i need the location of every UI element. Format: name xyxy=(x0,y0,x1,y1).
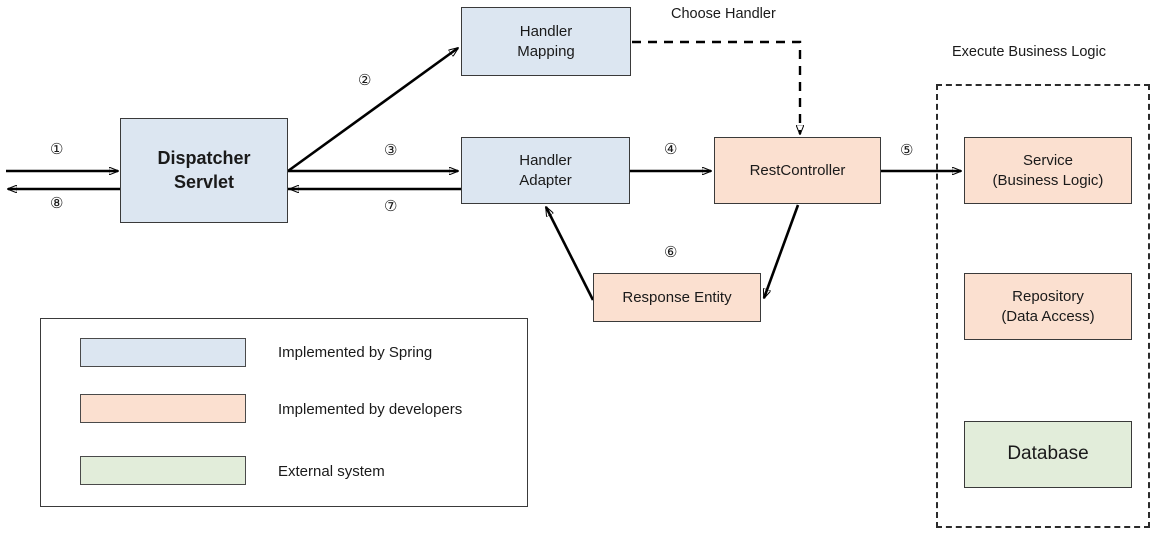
node-dispatcher-servlet-line1: Dispatcher xyxy=(157,148,251,169)
node-repository-line1: Repository xyxy=(1012,288,1084,306)
caption-execute-business-logic: Execute Business Logic xyxy=(952,44,1106,60)
caption-choose-handler: Choose Handler xyxy=(671,6,776,22)
legend-label-spring: Implemented by Spring xyxy=(278,344,433,361)
node-database[interactable]: Database xyxy=(964,421,1132,488)
step-label-4: ④ xyxy=(664,141,678,158)
edge-dispatcher-to-handler-mapping xyxy=(287,48,458,173)
node-service[interactable]: Service (Business Logic) xyxy=(964,137,1132,204)
legend-swatch-spring xyxy=(80,338,246,367)
node-rest-controller-line1: RestController xyxy=(749,161,846,179)
step-label-1: ① xyxy=(50,141,64,158)
step-label-8: ⑧ xyxy=(50,195,64,212)
node-handler-mapping[interactable]: Handler Mapping xyxy=(461,7,631,76)
step-label-5: ⑤ xyxy=(900,142,914,159)
node-dispatcher-servlet[interactable]: Dispatcher Servlet xyxy=(120,118,288,223)
node-dispatcher-servlet-line2: Servlet xyxy=(173,171,235,192)
node-handler-adapter-line1: Handler xyxy=(519,152,572,170)
step-label-2: ② xyxy=(358,72,372,89)
step-label-6: ⑥ xyxy=(664,244,678,261)
legend-label-developers: Implemented by developers xyxy=(278,401,463,418)
edge-rest-controller-to-response-entity xyxy=(762,204,800,298)
legend-swatch-external xyxy=(80,456,246,485)
node-handler-mapping-line2: Mapping xyxy=(517,42,575,60)
node-repository-line2: (Data Access) xyxy=(1001,307,1095,325)
node-response-entity-line1: Response Entity xyxy=(622,288,732,306)
step-label-3: ③ xyxy=(384,142,398,159)
node-service-line2: (Business Logic) xyxy=(992,171,1104,189)
node-handler-adapter[interactable]: Handler Adapter xyxy=(461,137,630,204)
execute-business-logic-group xyxy=(936,84,1150,528)
edge-choose-handler-dashed xyxy=(632,40,800,134)
node-response-entity[interactable]: Response Entity xyxy=(593,273,761,322)
node-handler-adapter-line2: Adapter xyxy=(519,171,572,189)
node-database-line1: Database xyxy=(1007,443,1089,465)
node-repository[interactable]: Repository (Data Access) xyxy=(964,273,1132,340)
legend-label-external: External system xyxy=(278,463,385,480)
legend-swatch-developers xyxy=(80,394,246,423)
node-service-line1: Service xyxy=(1022,152,1074,170)
step-label-7: ⑦ xyxy=(384,198,398,215)
edge-response-entity-to-handler-adapter xyxy=(544,207,595,301)
node-handler-mapping-line1: Handler xyxy=(519,23,573,41)
node-rest-controller[interactable]: RestController xyxy=(714,137,881,204)
